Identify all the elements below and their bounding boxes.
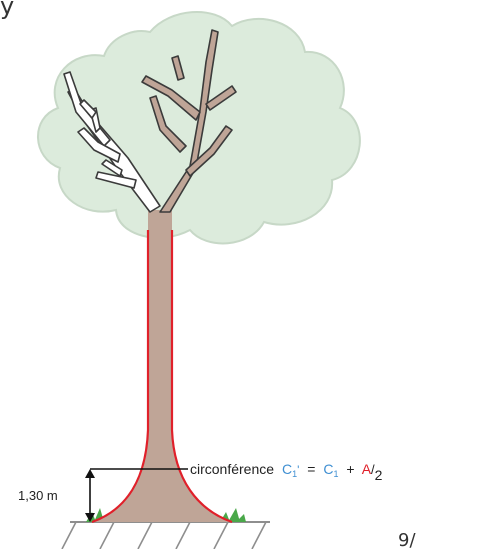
formula-c1-sub: 1 — [333, 469, 338, 479]
height-label-box — [14, 484, 76, 506]
formula-a: A — [362, 461, 372, 477]
tree-branches-right — [141, 29, 237, 213]
ground-hatching — [61, 521, 267, 549]
height-label: 1,30 m — [18, 488, 58, 503]
formula-word: circonférence — [190, 461, 274, 477]
formula-c1-prime-mark: ' — [297, 463, 299, 477]
formula-div: / — [371, 462, 375, 477]
tree-trunk — [92, 210, 232, 522]
formula-equals: = — [307, 461, 315, 477]
tree-branches-left — [63, 71, 161, 213]
page-mark: 9/ — [398, 530, 416, 551]
height-arrow-head-top — [85, 469, 95, 478]
circumference-formula: circonférence C1' = C1 + A/2 — [190, 461, 383, 483]
formula-c1-prime: C — [282, 461, 292, 477]
formula-plus: + — [346, 461, 354, 477]
top-text-fragment: y — [0, 0, 15, 20]
formula-c1: C — [323, 461, 333, 477]
formula-c1-prime-sub: 1 — [292, 469, 297, 479]
formula-two: 2 — [375, 467, 383, 483]
height-arrow-head-bottom — [85, 513, 95, 522]
trunk-outline-right — [170, 230, 233, 524]
trunk-outline-left — [91, 230, 150, 524]
